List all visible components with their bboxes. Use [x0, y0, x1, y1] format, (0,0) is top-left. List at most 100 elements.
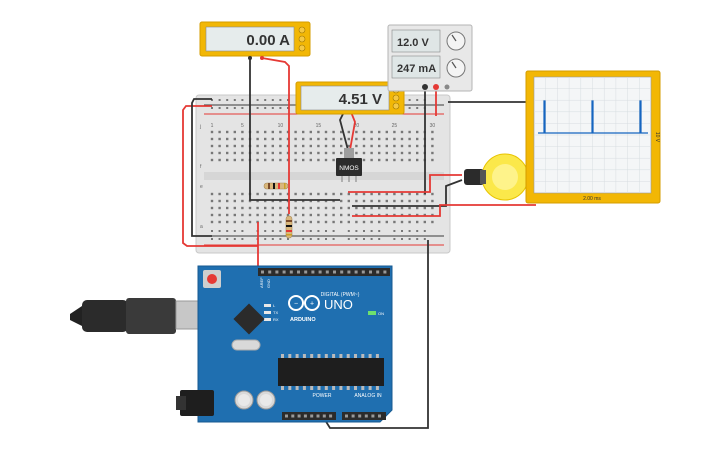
- voltmeter-knob-2[interactable]: [392, 94, 400, 102]
- digital-header-pins[interactable]: [261, 270, 387, 274]
- aref-label: AREF: [259, 277, 264, 288]
- wire-scope-red[interactable]: [352, 204, 536, 217]
- wire-lamp-red[interactable]: [348, 174, 462, 193]
- wire-ammeter-red[interactable]: [261, 57, 290, 214]
- wires[interactable]: [182, 57, 536, 429]
- header-pin[interactable]: [325, 270, 329, 274]
- power-label: POWER: [313, 393, 332, 399]
- header-pin[interactable]: [371, 414, 375, 418]
- l-label: L: [273, 303, 276, 308]
- header-pin[interactable]: [364, 414, 368, 418]
- mosfet-label: NMOS: [339, 165, 359, 172]
- header-pin[interactable]: [275, 270, 279, 274]
- wire-lamp-black[interactable]: [352, 179, 463, 207]
- tx-label: TX: [273, 310, 278, 315]
- svg-text:−: −: [294, 301, 298, 308]
- scope-time-div: 2.00 ms: [583, 196, 601, 202]
- header-pin[interactable]: [340, 270, 344, 274]
- header-pin[interactable]: [297, 414, 301, 418]
- usb-cable[interactable]: [70, 298, 199, 334]
- digital-label: DIGITAL (PWM~): [321, 292, 360, 298]
- voltmeter-knob-3[interactable]: [392, 102, 400, 110]
- psu-terminal-ground[interactable]: [444, 84, 450, 90]
- gnd-top-label: GND: [266, 279, 271, 288]
- header-pin[interactable]: [318, 270, 322, 274]
- wire-voltmeter-black[interactable]: [339, 111, 349, 151]
- analog-header-pins[interactable]: [345, 414, 381, 418]
- analog-label: ANALOG IN: [354, 393, 382, 399]
- arduino-logo: − +: [288, 295, 320, 311]
- header-pin[interactable]: [316, 414, 320, 418]
- wire-ammeter-black[interactable]: [249, 58, 340, 201]
- header-pin[interactable]: [310, 414, 314, 418]
- rx-label: RX: [273, 317, 279, 322]
- header-pin[interactable]: [345, 414, 348, 418]
- header-pin[interactable]: [329, 414, 333, 418]
- oscilloscope[interactable]: 2.00 ms 10 V: [525, 70, 661, 204]
- column-number: 15: [316, 123, 322, 129]
- ammeter-reading: 0.00 A: [246, 32, 290, 49]
- voltmeter[interactable]: 4.51 V: [295, 81, 405, 115]
- column-number: 10: [278, 123, 284, 129]
- psu-terminal-positive[interactable]: [433, 84, 439, 90]
- header-pin[interactable]: [376, 270, 380, 274]
- header-pin[interactable]: [304, 270, 308, 274]
- wire-black-left-loop[interactable]: [191, 98, 212, 237]
- header-pin[interactable]: [347, 270, 351, 274]
- header-pin[interactable]: [361, 270, 365, 274]
- scope-volts-div: 10 V: [654, 132, 660, 143]
- psu-voltage-readout: 12.0 V: [397, 37, 429, 49]
- resistor-1[interactable]: [263, 182, 289, 190]
- uno-label: UNO: [324, 297, 353, 312]
- arduino-uno-board[interactable]: DIGITAL (PWM~) AREF GND − + UNO ARDUINO …: [176, 265, 393, 423]
- header-pin[interactable]: [322, 414, 326, 418]
- row-letter-a: a: [200, 224, 203, 230]
- wire-red-left-loop[interactable]: [182, 105, 258, 247]
- header-pin[interactable]: [289, 270, 293, 274]
- breadboard-holes[interactable]: [210, 99, 434, 240]
- wire-voltmeter-red[interactable]: [349, 111, 356, 151]
- ammeter-knob-2[interactable]: [298, 35, 306, 43]
- svg-text:+: +: [310, 301, 314, 308]
- ammeter-knob-1[interactable]: [298, 26, 306, 34]
- arduino-brand: ARDUINO: [290, 317, 316, 323]
- psu-current-readout: 247 mA: [397, 63, 436, 75]
- row-letter-j: j: [199, 124, 201, 130]
- row-letter-f: f: [200, 164, 202, 170]
- header-pin[interactable]: [369, 270, 372, 274]
- header-pin[interactable]: [297, 270, 300, 274]
- header-pin[interactable]: [311, 270, 315, 274]
- header-pin[interactable]: [383, 270, 387, 274]
- power-supply[interactable]: 12.0 V 247 mA: [387, 24, 473, 92]
- ammeter[interactable]: 0.00 A: [199, 21, 311, 60]
- column-number: 20: [354, 123, 360, 129]
- header-pin[interactable]: [354, 270, 358, 274]
- ammeter-knob-3[interactable]: [298, 44, 306, 52]
- header-pin[interactable]: [282, 270, 286, 274]
- scope-trace: [538, 100, 648, 134]
- psu-terminal-negative[interactable]: [422, 84, 428, 90]
- header-pin[interactable]: [303, 414, 307, 418]
- header-pin[interactable]: [261, 270, 264, 274]
- power-header-pins[interactable]: [285, 414, 333, 418]
- voltmeter-reading: 4.51 V: [339, 91, 382, 108]
- header-pin[interactable]: [378, 414, 381, 418]
- light-bulb[interactable]: [464, 153, 529, 201]
- header-pin[interactable]: [358, 414, 362, 418]
- on-label: ON: [378, 311, 384, 316]
- row-letter-e: e: [200, 184, 203, 190]
- column-number: 1: [211, 123, 214, 129]
- header-pin[interactable]: [333, 270, 336, 274]
- reset-button[interactable]: [207, 274, 217, 284]
- header-pin[interactable]: [285, 414, 288, 418]
- header-pin[interactable]: [268, 270, 272, 274]
- header-pin[interactable]: [351, 414, 355, 418]
- resistor-2[interactable]: [285, 215, 293, 239]
- column-number: 25: [392, 123, 398, 129]
- column-number: 5: [241, 123, 244, 129]
- nmos-transistor[interactable]: NMOS: [336, 148, 362, 182]
- header-pin[interactable]: [291, 414, 295, 418]
